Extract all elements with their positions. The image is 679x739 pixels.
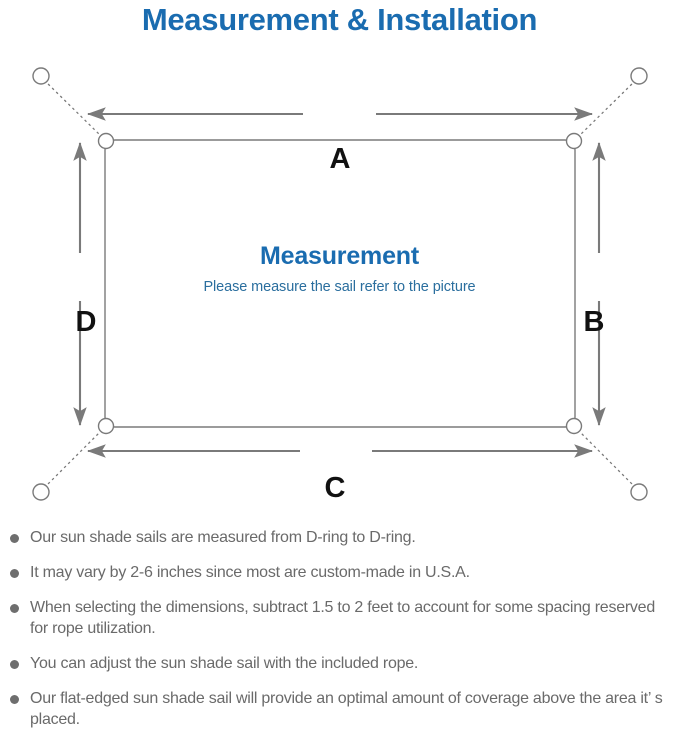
dimension-label-b: B — [583, 306, 605, 338]
rope-top-right — [577, 79, 637, 138]
anchor-point-top-left — [32, 67, 50, 85]
d-ring-bottom-right — [565, 417, 583, 435]
anchor-point-top-right — [630, 67, 648, 85]
note-text: When selecting the dimensions, subtract … — [30, 599, 655, 637]
list-item: You can adjust the sun shade sail with t… — [10, 653, 675, 674]
d-ring-top-right — [565, 132, 583, 150]
d-ring-bottom-left — [97, 417, 115, 435]
bullet-icon — [10, 695, 19, 704]
dimension-label-a: A — [329, 143, 351, 175]
d-rings — [97, 132, 583, 435]
anchor-point-bottom-left — [32, 483, 50, 501]
d-ring-top-left — [97, 132, 115, 150]
list-item: Our sun shade sails are measured from D-… — [10, 527, 675, 548]
note-text: Our flat-edged sun shade sail will provi… — [30, 690, 663, 728]
dimension-label-c: C — [324, 472, 346, 504]
measurement-diagram: Measurement Please measure the sail refe… — [0, 48, 679, 518]
note-text: You can adjust the sun shade sail with t… — [30, 655, 419, 672]
dimension-label-d: D — [75, 306, 97, 338]
anchor-point-bottom-right — [630, 483, 648, 501]
bullet-icon — [10, 604, 19, 613]
sail-body — [104, 139, 576, 428]
rope-top-left — [43, 79, 103, 138]
list-item: When selecting the dimensions, subtract … — [10, 597, 675, 639]
bullet-icon — [10, 534, 19, 543]
diagram-svg — [32, 67, 648, 501]
list-item: It may vary by 2-6 inches since most are… — [10, 562, 675, 583]
anchor-points — [32, 67, 648, 501]
list-item: Our flat-edged sun shade sail will provi… — [10, 688, 675, 730]
rope-bottom-right — [577, 429, 637, 489]
page-title: Measurement & Installation — [141, 2, 538, 37]
rope-bottom-left — [43, 429, 103, 489]
rope-lines — [43, 79, 637, 489]
bullet-icon — [10, 660, 19, 669]
note-text: It may vary by 2-6 inches since most are… — [30, 564, 470, 581]
note-text: Our sun shade sails are measured from D-… — [30, 529, 416, 546]
bullet-icon — [10, 569, 19, 578]
notes-list: Our sun shade sails are measured from D-… — [10, 527, 675, 730]
